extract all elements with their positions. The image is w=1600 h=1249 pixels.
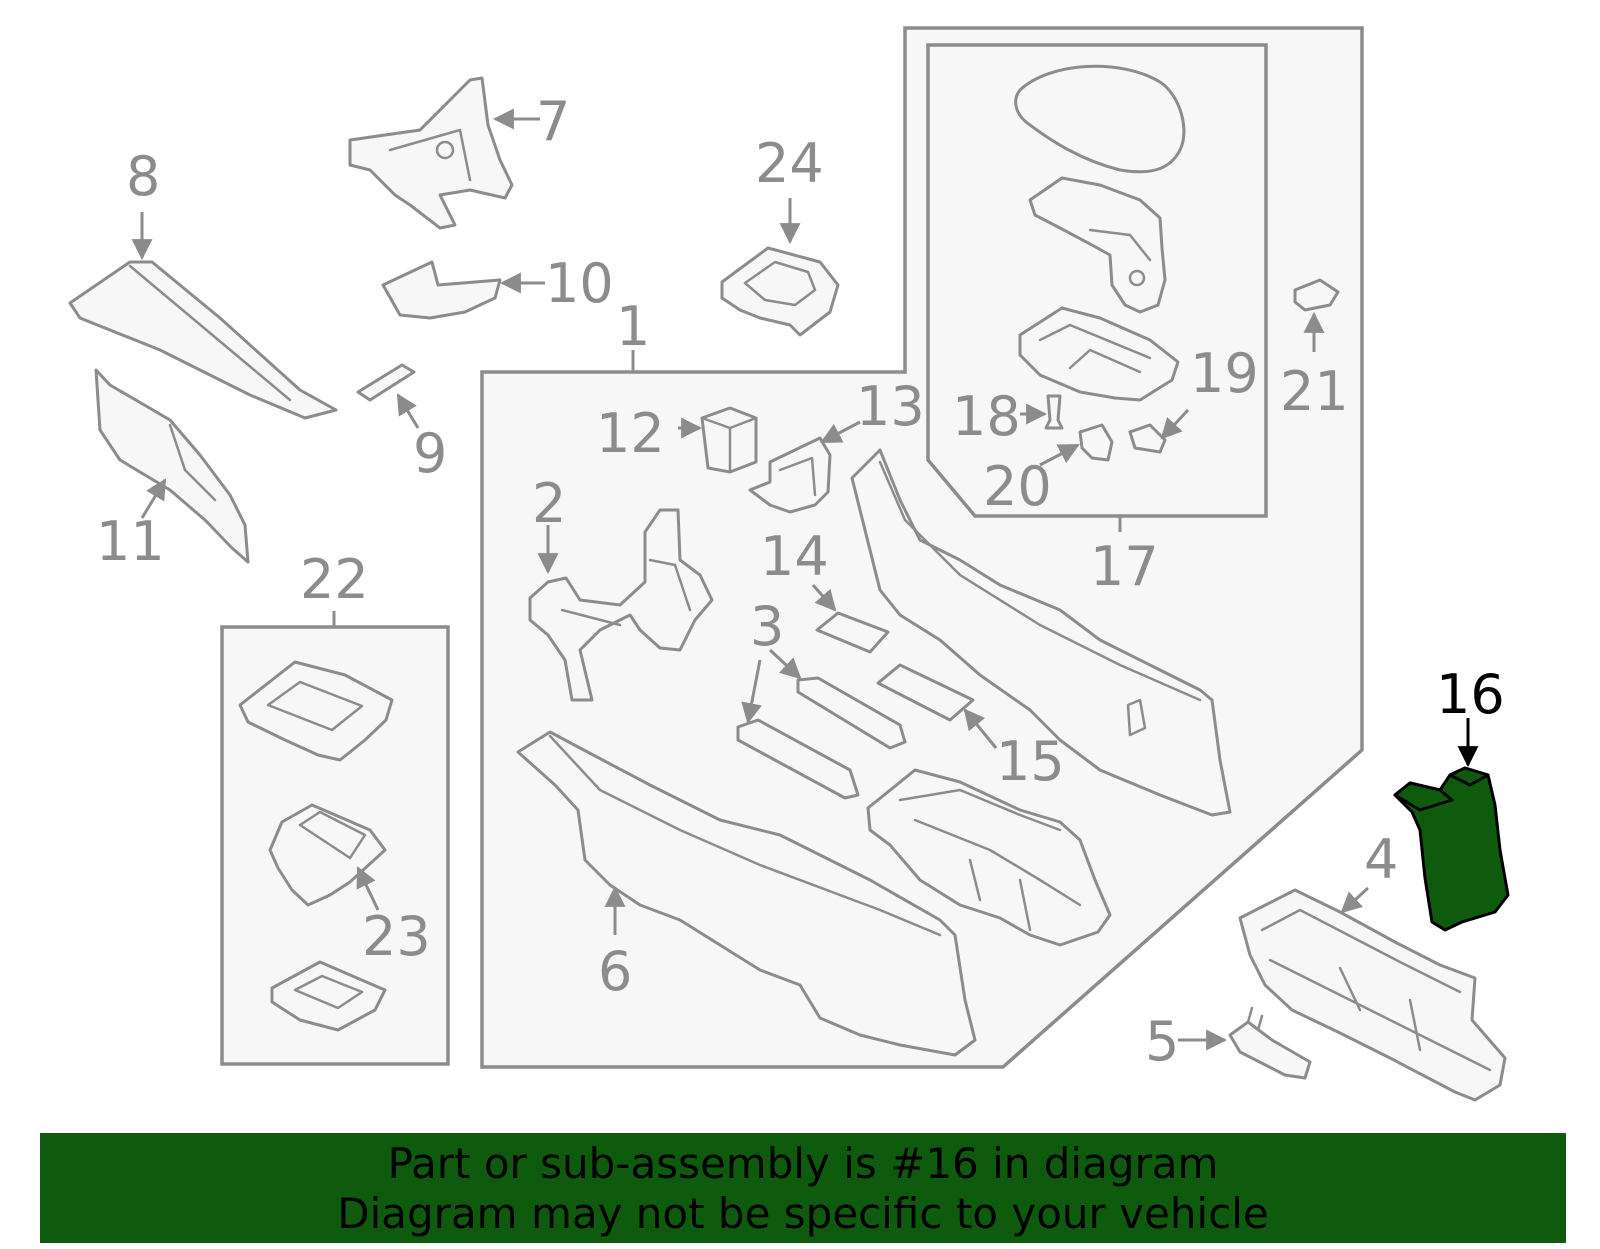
- banner-line-1: Part or sub-assembly is #16 in diagram: [387, 1139, 1219, 1188]
- part-17-hinge: [1028, 176, 1167, 314]
- callout-1: 1: [616, 295, 650, 358]
- banner-line-2: Diagram may not be specific to your vehi…: [337, 1189, 1269, 1238]
- part-22-bezel: [238, 660, 394, 762]
- part-17-tray: [1018, 306, 1180, 402]
- part-11: [94, 368, 250, 564]
- callout-15: 15: [996, 730, 1065, 793]
- callout-10: 10: [545, 252, 614, 315]
- leader-4: [1340, 886, 1370, 914]
- callout-24: 24: [755, 132, 824, 195]
- part-6: [516, 730, 977, 1057]
- part-17-lid: [1014, 64, 1186, 174]
- part-5: [1228, 1006, 1312, 1080]
- part-10: [381, 260, 502, 320]
- callout-7: 7: [536, 90, 570, 153]
- callout-11: 11: [96, 510, 165, 573]
- part-22-ring: [270, 960, 387, 1032]
- leader-9: [396, 393, 420, 429]
- part-23-boot: [268, 803, 387, 907]
- callout-19: 19: [1190, 342, 1259, 405]
- part-4: [1238, 888, 1507, 1102]
- callout-9: 9: [413, 422, 447, 485]
- part-12: [700, 406, 758, 474]
- callout-18: 18: [952, 385, 1021, 448]
- callout-2: 2: [532, 472, 566, 535]
- leader-11: [140, 478, 167, 519]
- callout-14: 14: [760, 525, 829, 588]
- leader-3b: [741, 659, 762, 725]
- part-9: [356, 363, 416, 402]
- callout-21: 21: [1280, 360, 1349, 423]
- part-2: [528, 508, 714, 702]
- part-20-clip: [1078, 423, 1114, 462]
- part-console-body: [866, 768, 1112, 947]
- part-7: [348, 76, 514, 230]
- callout-8: 8: [126, 145, 160, 208]
- callout-22: 22: [300, 548, 369, 611]
- part-24: [720, 246, 840, 337]
- leader-14: [811, 584, 837, 612]
- leader-23: [356, 866, 380, 911]
- callout-13: 13: [856, 375, 925, 438]
- leader-13: [820, 420, 861, 444]
- info-banner: Part or sub-assembly is #16 in diagram D…: [40, 1133, 1566, 1243]
- leader-3a: [768, 648, 802, 680]
- callout-16: 16: [1436, 663, 1505, 726]
- callout-20: 20: [983, 455, 1052, 518]
- leader-15: [963, 708, 998, 749]
- callout-17: 17: [1090, 535, 1159, 598]
- part-15: [876, 663, 975, 722]
- part-console-side-upper: [850, 448, 1232, 817]
- part-13: [748, 436, 832, 514]
- part-8: [68, 260, 338, 420]
- part-14: [815, 611, 890, 654]
- callout-3: 3: [750, 595, 784, 658]
- part-19-clip: [1128, 423, 1167, 454]
- part-18-screw: [1044, 394, 1064, 430]
- callout-23: 23: [362, 905, 431, 968]
- leader-20: [1039, 443, 1080, 467]
- part-16-highlighted: [1393, 766, 1510, 932]
- part-21: [1293, 278, 1340, 312]
- callout-12: 12: [596, 402, 665, 465]
- leader-19: [1160, 408, 1190, 440]
- callout-5: 5: [1145, 1010, 1179, 1073]
- callout-4: 4: [1364, 828, 1398, 891]
- callout-6: 6: [598, 940, 632, 1003]
